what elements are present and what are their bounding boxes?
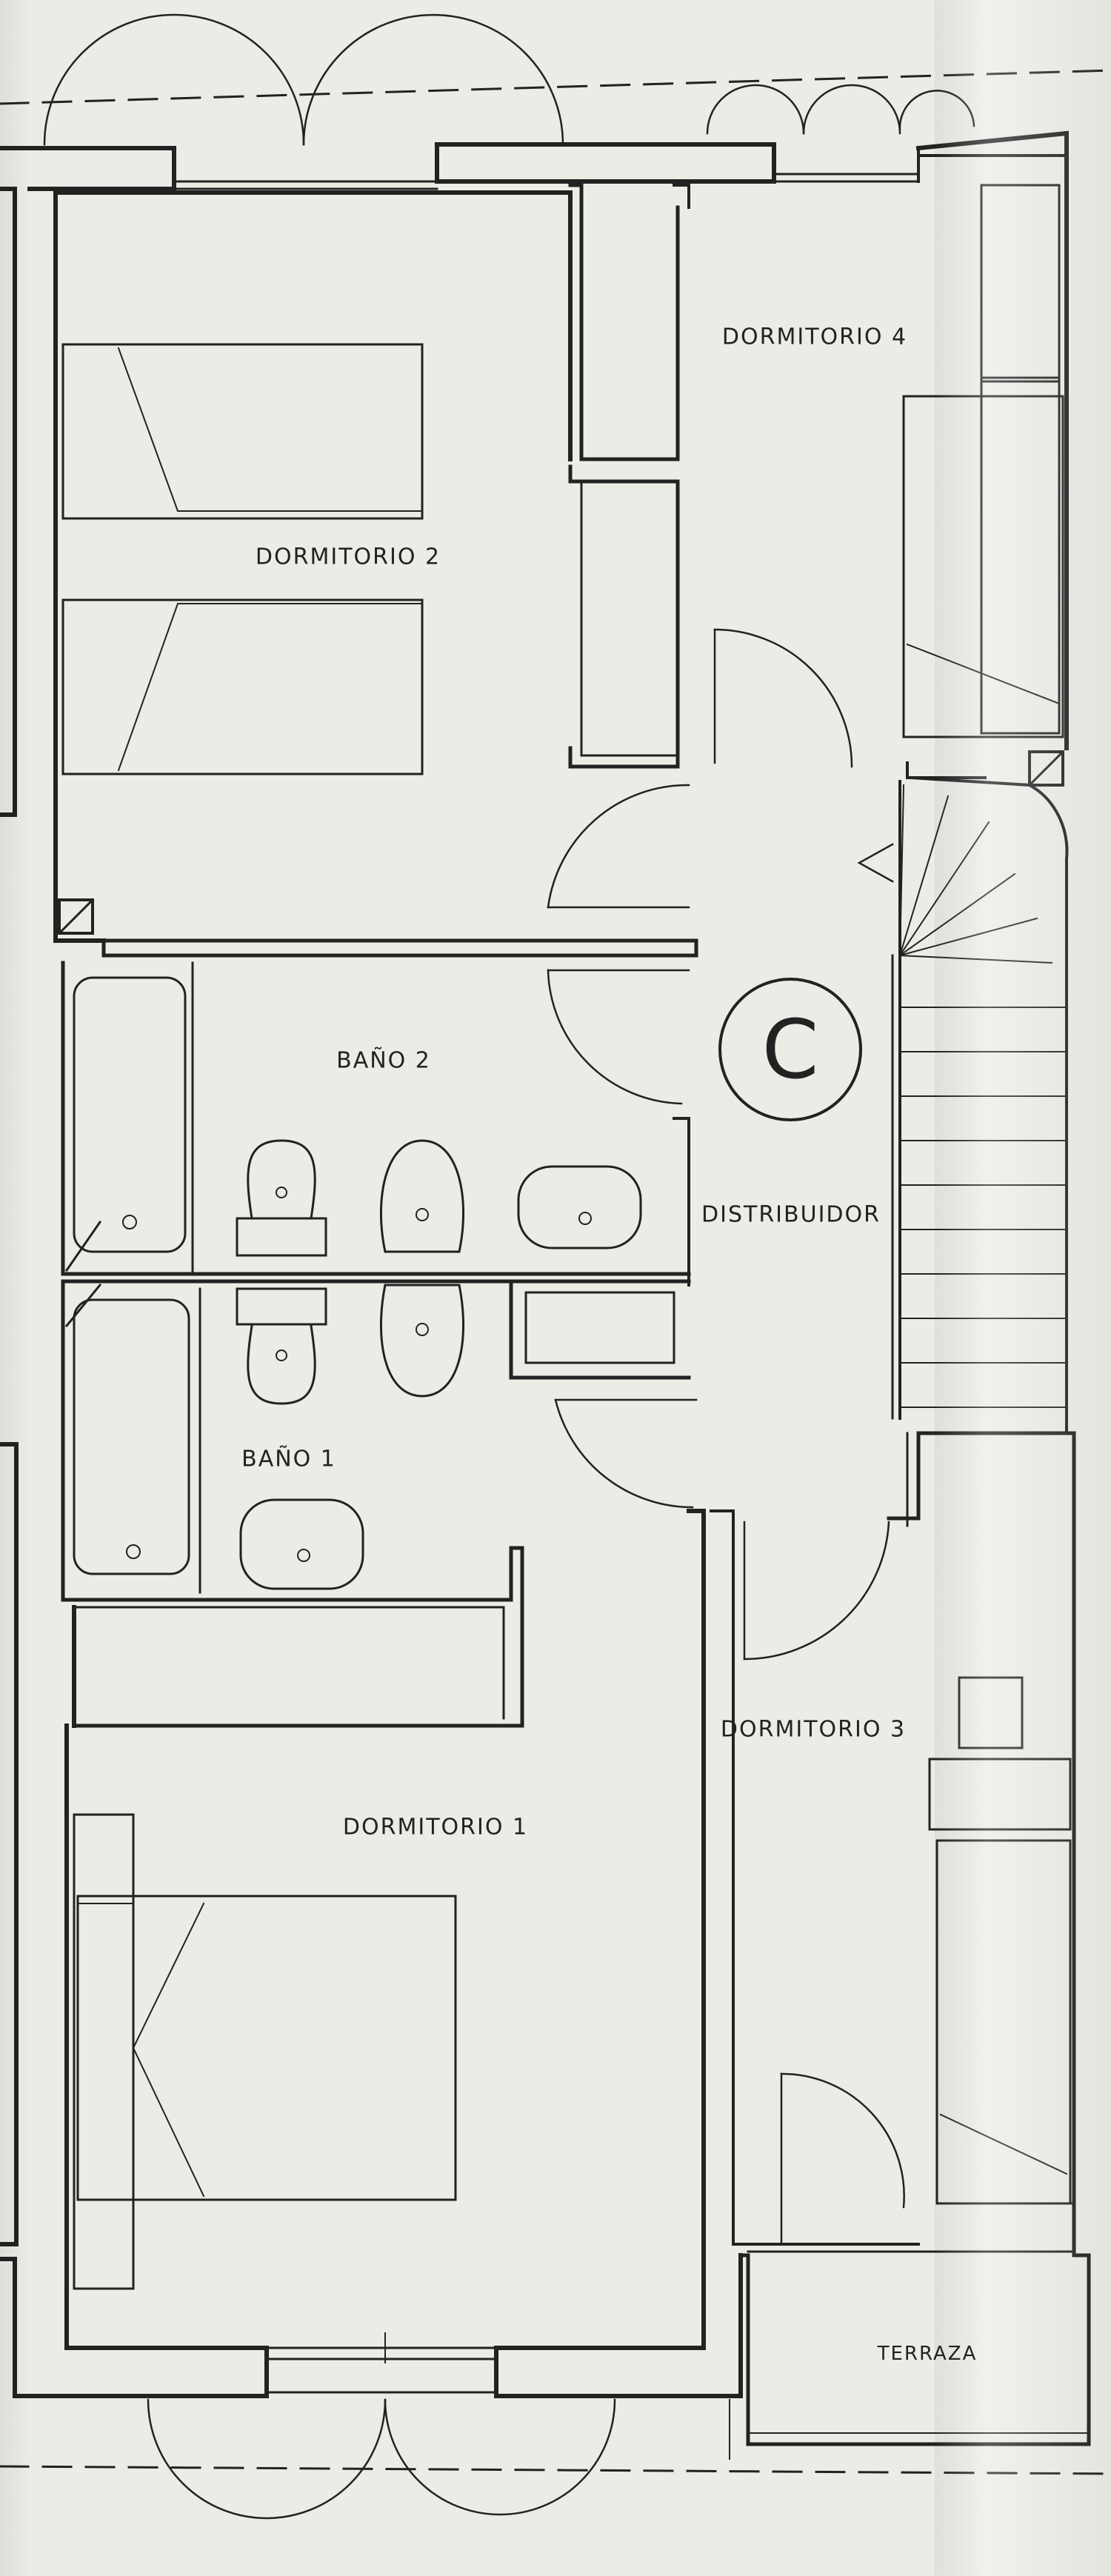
- door-swing: [554, 1398, 694, 1509]
- closet: [73, 1606, 505, 1720]
- wall: [509, 1279, 691, 1380]
- bathtub: [73, 1298, 190, 1575]
- left-wall: [0, 187, 17, 817]
- stair-arrow: [857, 843, 894, 883]
- room-label-distribuidor: DISTRIBUIDOR: [701, 1201, 881, 1228]
- wall: [61, 961, 691, 1276]
- closet: [580, 480, 679, 757]
- staircase-outline: [898, 775, 1069, 1435]
- wall: [101, 938, 698, 958]
- drain: [126, 1544, 141, 1559]
- plan-marker-letter: C: [761, 1002, 819, 1097]
- door-swing: [547, 969, 683, 1105]
- wall: [435, 142, 776, 184]
- toilet: [247, 1139, 316, 1220]
- wall-hatch: [64, 1283, 102, 1328]
- sink: [517, 1165, 642, 1249]
- facade-dashed-line-top: [0, 69, 1111, 105]
- door-swing: [780, 2072, 905, 2209]
- column-hatch: [57, 898, 95, 935]
- wardrobe: [980, 376, 1061, 735]
- bathtub: [73, 976, 187, 1253]
- toilet: [247, 1324, 316, 1405]
- wall: [773, 173, 920, 183]
- column-hatch: [1027, 750, 1065, 787]
- room-label-dormitorio-2: DORMITORIO 2: [255, 544, 441, 570]
- wall: [53, 190, 106, 943]
- drain: [122, 1215, 137, 1229]
- room-label-dormitorio-1: DORMITORIO 1: [342, 1814, 529, 1841]
- column: [58, 898, 94, 935]
- bed-line: [906, 643, 1061, 705]
- bed: [902, 395, 1064, 738]
- wall: [265, 2346, 498, 2394]
- toilet-tank: [236, 1217, 327, 1257]
- balcony-door-arc: [384, 2398, 616, 2516]
- bed-rail: [73, 1813, 135, 2290]
- room-label-dormitorio-3: DORMITORIO 3: [720, 1716, 907, 1743]
- door-swing: [743, 1521, 890, 1661]
- window-arc: [898, 90, 975, 131]
- wall: [906, 761, 987, 779]
- sink-drain: [297, 1549, 310, 1562]
- wall: [494, 1509, 706, 2350]
- wall: [61, 1279, 513, 1602]
- wall: [0, 146, 176, 191]
- wall: [917, 147, 1068, 183]
- bed-line: [77, 1902, 205, 2198]
- room-label-terraza: TERRAZA: [877, 2343, 978, 2365]
- bidet-drain: [416, 1323, 429, 1336]
- bed: [61, 343, 424, 520]
- balcony-door-arc: [43, 13, 305, 146]
- closet-door: [673, 184, 690, 209]
- bed-line: [117, 603, 423, 772]
- toilet-drain: [276, 1187, 287, 1198]
- wall: [64, 1605, 269, 2350]
- window-arc: [802, 84, 901, 135]
- column: [1028, 750, 1064, 787]
- bidet: [379, 1284, 465, 1398]
- room-label-dormitorio-4: DORMITORIO 4: [721, 324, 908, 350]
- wall: [738, 2253, 1091, 2446]
- bed: [61, 598, 424, 775]
- wall: [673, 1117, 690, 1287]
- wall: [494, 2253, 743, 2398]
- dresser: [928, 1758, 1072, 1831]
- bed-line: [117, 347, 423, 512]
- balcony-door-arc: [147, 2398, 387, 2520]
- toilet-drain: [276, 1349, 287, 1361]
- closet: [568, 183, 680, 461]
- wall: [173, 180, 438, 190]
- wall: [710, 1509, 920, 2246]
- plan-marker-circle: C: [718, 978, 862, 1121]
- room-label-bano-2: BAÑO 2: [336, 1047, 431, 1074]
- bed: [935, 1839, 1072, 2205]
- bidet: [379, 1139, 465, 1253]
- stair-steps: [898, 784, 1067, 1408]
- left-wall: [0, 1442, 19, 2246]
- bed-line: [939, 2113, 1068, 2175]
- wardrobe: [980, 184, 1061, 383]
- wall-hatch: [64, 1220, 102, 1272]
- closet: [568, 479, 680, 769]
- closet: [72, 1546, 524, 1728]
- wall: [53, 190, 573, 461]
- room-label-bano-1: BAÑO 1: [241, 1446, 336, 1472]
- door-swing: [547, 784, 690, 909]
- sink: [239, 1498, 364, 1590]
- bed: [76, 1895, 457, 2201]
- balcony-door-arc: [302, 13, 564, 146]
- toilet-tank: [236, 1287, 327, 1326]
- bidet-drain: [416, 1208, 429, 1221]
- facade-dashed-line-bottom: [0, 2465, 1111, 2475]
- wall: [887, 1431, 1076, 2254]
- sink-drain: [578, 1212, 592, 1225]
- window-arc: [706, 84, 805, 135]
- wall: [524, 1291, 675, 1364]
- wall: [0, 2257, 269, 2398]
- terrace-rail: [729, 2399, 1090, 2460]
- wardrobe: [958, 1676, 1024, 1749]
- door-swing: [713, 628, 853, 768]
